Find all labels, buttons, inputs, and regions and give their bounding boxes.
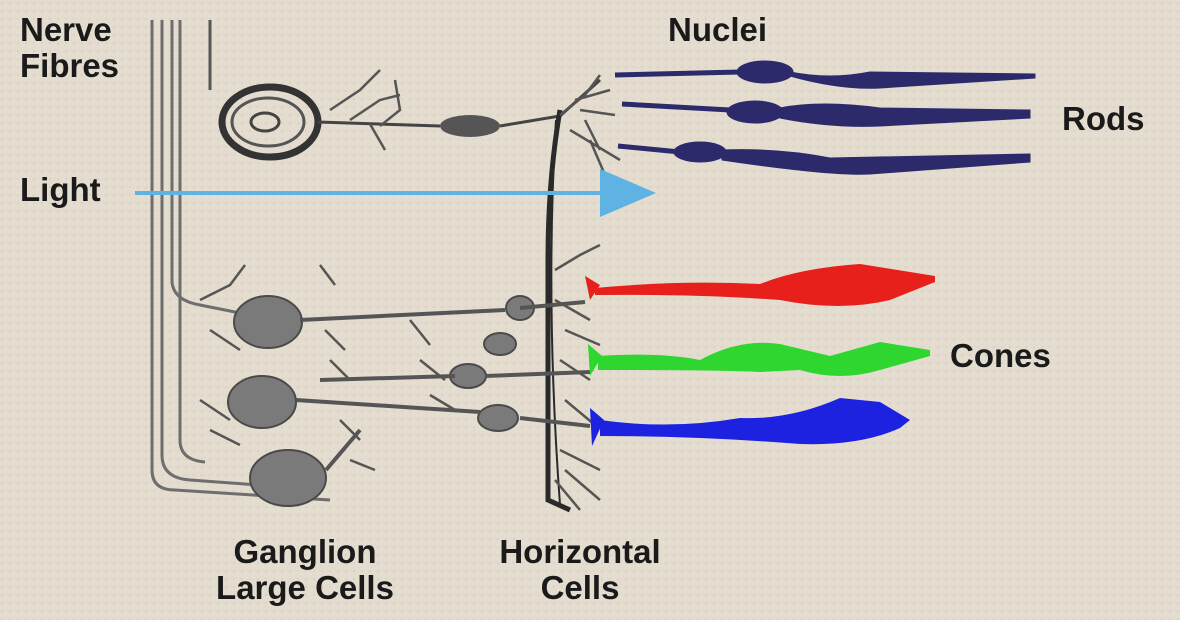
label-nerve-fibres-line-1: Nerve <box>20 12 119 48</box>
label-horizontal-line-1: Horizontal <box>470 534 690 570</box>
label-light: Light <box>20 172 101 208</box>
label-nerve-fibres: Nerve Fibres <box>20 12 119 84</box>
label-ganglion-line-2: Large Cells <box>180 570 430 606</box>
label-cones: Cones <box>950 338 1051 374</box>
label-horizontal-cells: Horizontal Cells <box>470 534 690 606</box>
label-ganglion-line-1: Ganglion <box>180 534 430 570</box>
label-horizontal-line-2: Cells <box>470 570 690 606</box>
label-ganglion-large-cells: Ganglion Large Cells <box>180 534 430 606</box>
label-nerve-fibres-line-2: Fibres <box>20 48 119 84</box>
label-rods: Rods <box>1062 101 1145 137</box>
label-nuclei: Nuclei <box>668 12 767 48</box>
